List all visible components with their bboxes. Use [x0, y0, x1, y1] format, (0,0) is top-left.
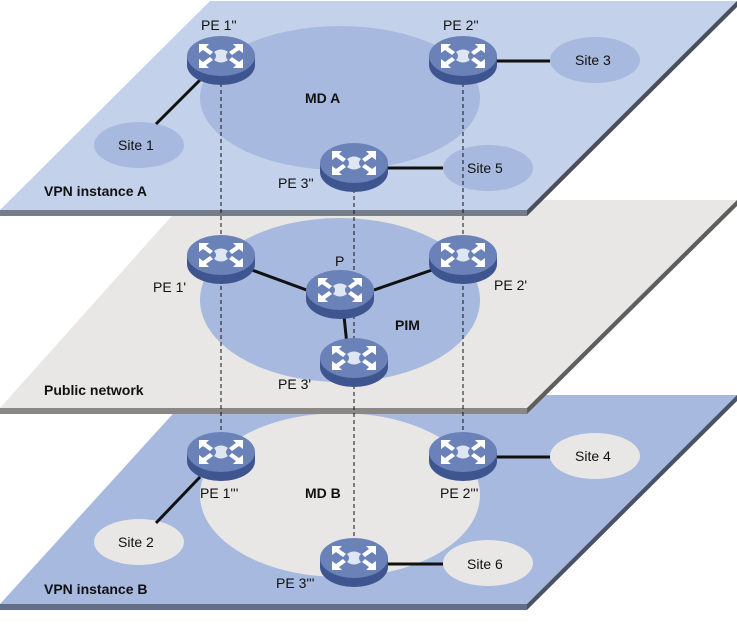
pe2-a-label: PE 2'' — [443, 17, 479, 33]
pim-label: PIM — [395, 317, 420, 333]
layer-vpn-instance-a: MD A VPN instance A Site 1 Site 3 Site 5 — [0, 1, 737, 216]
link-p-pe2p — [373, 268, 433, 292]
vpn-a-label: VPN instance A — [44, 183, 147, 199]
md-a-label: MD A — [305, 90, 340, 106]
site-2-label: Site 2 — [118, 534, 154, 550]
site-1-area — [94, 122, 184, 168]
switch-router-icon — [429, 432, 497, 481]
router-pe3-b[interactable] — [320, 538, 388, 587]
switch-router-icon — [187, 235, 255, 284]
md-a-domain — [200, 26, 480, 170]
link-pe1a-site1 — [154, 78, 202, 126]
p-label: P — [335, 253, 344, 269]
site-4-label: Site 4 — [575, 448, 611, 464]
plane-vpn-a-edge — [0, 210, 527, 216]
md-b-label: MD B — [305, 485, 341, 501]
switch-router-icon — [187, 432, 255, 481]
plane-vpn-a-side — [527, 1, 737, 216]
pe1-a-label: PE 1'' — [201, 17, 237, 33]
site-6-label: Site 6 — [467, 556, 503, 572]
switch-router-icon — [320, 338, 388, 387]
router-pe2-b[interactable] — [429, 432, 497, 481]
site-3-label: Site 3 — [575, 52, 611, 68]
site-4-area — [550, 433, 640, 479]
site-5-area — [443, 145, 533, 191]
site-2-area — [94, 519, 184, 565]
layer-vpn-instance-b: MD B VPN instance B Site 2 Site 4 Site 6 — [0, 395, 737, 610]
pe3-p-label: PE 3' — [278, 376, 311, 392]
site-5-label: Site 5 — [467, 160, 503, 176]
public-network-label: Public network — [44, 382, 144, 398]
switch-router-icon — [429, 36, 497, 85]
router-pe1-a[interactable] — [187, 36, 255, 85]
router-pe1-b[interactable] — [187, 432, 255, 481]
switch-router-icon — [320, 143, 388, 192]
switch-router-icon — [187, 36, 255, 85]
md-b-domain — [200, 413, 480, 577]
switch-router-icon — [429, 235, 497, 284]
plane-public-edge — [0, 408, 527, 414]
site-3-area — [550, 37, 640, 83]
router-pe1-p[interactable] — [187, 235, 255, 284]
plane-vpn-b-side — [527, 395, 737, 610]
plane-public-side — [527, 200, 737, 414]
link-pe1p-p — [251, 268, 313, 294]
link-pe1b-site2 — [154, 475, 202, 525]
site-6-area — [443, 540, 533, 586]
router-pe3-p[interactable] — [320, 338, 388, 387]
pe3-a-label: PE 3'' — [278, 175, 314, 191]
router-pe2-a[interactable] — [429, 36, 497, 85]
pe1-b-label: PE 1''' — [200, 485, 238, 501]
router-p[interactable] — [306, 270, 374, 319]
switch-router-icon — [320, 538, 388, 587]
site-1-label: Site 1 — [118, 137, 154, 153]
plane-vpn-b-edge — [0, 604, 527, 610]
pe1-p-label: PE 1' — [153, 279, 186, 295]
pe2-b-label: PE 2''' — [440, 485, 478, 501]
pe2-p-label: PE 2' — [494, 277, 527, 293]
router-pe3-a[interactable] — [320, 143, 388, 192]
switch-router-icon — [306, 270, 374, 319]
router-pe2-p[interactable] — [429, 235, 497, 284]
pe3-b-label: PE 3''' — [276, 575, 314, 591]
vpn-b-label: VPN instance B — [44, 581, 147, 597]
